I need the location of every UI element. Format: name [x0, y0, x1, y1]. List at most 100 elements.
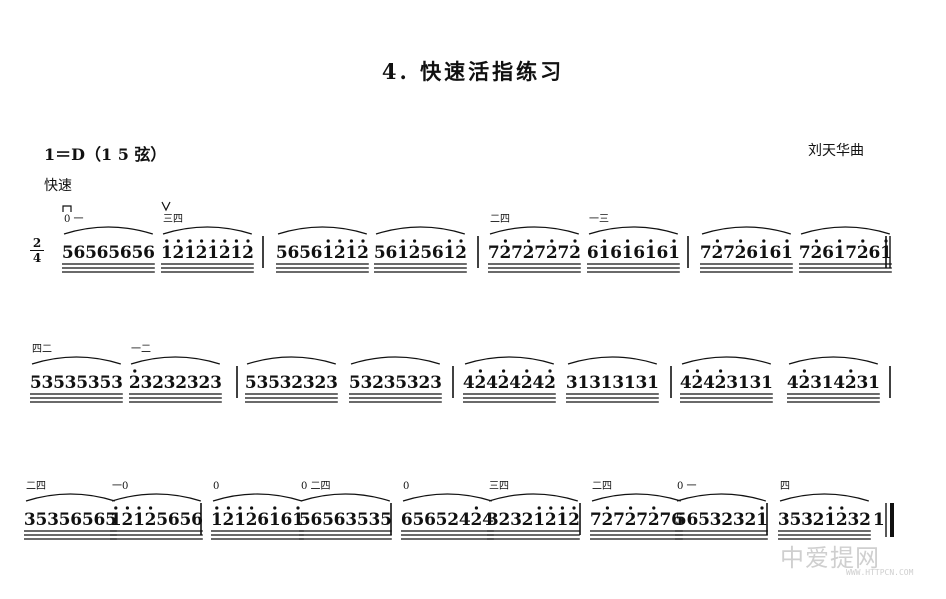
octave-dot	[602, 239, 607, 243]
octave-dot	[652, 506, 656, 510]
watermark-url: WWW.HTTPCN.COM	[846, 568, 914, 577]
note: 2	[152, 373, 164, 393]
note: 1	[822, 373, 834, 393]
note: 2	[357, 243, 369, 263]
note: 6	[310, 510, 322, 530]
watermark-text: 中爱提网	[780, 544, 880, 572]
note: 5	[156, 510, 168, 530]
note: 4	[509, 373, 521, 393]
note: 6	[73, 243, 85, 263]
note: 7	[636, 510, 648, 530]
octave-dot	[125, 506, 129, 510]
note: 6	[334, 510, 346, 530]
note: 2	[522, 510, 534, 530]
note: 2	[242, 243, 254, 263]
time-signature: 2 4	[30, 237, 44, 264]
note: 7	[799, 243, 811, 263]
fingering-mark: 一三	[589, 214, 609, 225]
note: 3	[41, 373, 53, 393]
note: 2	[523, 243, 535, 263]
note: 1	[397, 243, 409, 263]
note: 1	[234, 510, 246, 530]
slur	[350, 356, 440, 365]
note: 2	[546, 243, 558, 263]
slur	[162, 226, 252, 235]
note: 6	[746, 243, 758, 263]
slur	[402, 493, 492, 502]
note: 3	[303, 373, 315, 393]
fingering-mark: 0 二四	[301, 481, 331, 492]
note: 5	[82, 510, 94, 530]
note: 5	[436, 510, 448, 530]
note: 6	[97, 243, 109, 263]
note: 7	[659, 510, 671, 530]
fingering-mark: 二四	[490, 214, 510, 225]
note: 1	[781, 243, 793, 263]
note: 6	[257, 510, 269, 530]
note: 2	[721, 510, 733, 530]
note: 2	[735, 243, 747, 263]
note: 2	[601, 510, 613, 530]
octave-dot	[137, 506, 141, 510]
note: 2	[744, 510, 756, 530]
note: 6	[401, 510, 413, 530]
octave-dot	[760, 506, 764, 510]
slur	[681, 356, 771, 365]
octave-dot	[338, 239, 342, 243]
note: 3	[280, 373, 292, 393]
note: 2	[544, 373, 556, 393]
note: 2	[219, 243, 231, 263]
note: 2	[545, 510, 557, 530]
note: 2	[498, 510, 510, 530]
fingering-mark: 四	[780, 481, 790, 492]
octave-dot	[572, 506, 576, 510]
note: 5	[412, 510, 424, 530]
note: 2	[845, 373, 857, 393]
note: 1	[601, 373, 613, 393]
note: 5	[299, 510, 311, 530]
octave-dot	[828, 506, 832, 510]
note: 2	[569, 243, 581, 263]
note: 3	[88, 373, 100, 393]
note: 4	[486, 373, 498, 393]
note: 6	[769, 243, 781, 263]
slur	[63, 226, 153, 235]
note: 3	[778, 510, 790, 530]
slur	[676, 493, 766, 502]
octave-dot	[762, 239, 766, 243]
note: 1	[645, 243, 657, 263]
note: 5	[420, 243, 432, 263]
note: 2	[568, 510, 580, 530]
note: 6	[280, 510, 292, 530]
octave-dot	[413, 239, 417, 243]
note: 2	[857, 243, 869, 263]
note: 3	[111, 373, 123, 393]
slur	[588, 226, 678, 235]
note: 3	[65, 373, 77, 393]
note: 3	[733, 510, 745, 530]
octave-dot	[605, 506, 610, 510]
fingering-mark: 二四	[26, 481, 46, 492]
note: 6	[120, 243, 132, 263]
fingering-mark: 四二	[32, 344, 52, 355]
slur	[300, 493, 390, 502]
time-signature-top: 2	[32, 236, 42, 250]
note: 6	[143, 243, 155, 263]
note: 6	[868, 243, 880, 263]
fingering-mark: 0	[403, 481, 409, 492]
note: 6	[385, 243, 397, 263]
note: 3	[801, 510, 813, 530]
note: 3	[407, 373, 419, 393]
slur	[246, 356, 336, 365]
fingering-mark: 一二	[131, 344, 151, 355]
note: 6	[311, 243, 323, 263]
octave-dot	[114, 506, 118, 510]
note: 6	[432, 243, 444, 263]
note: 1	[322, 243, 334, 263]
note: 6	[191, 510, 203, 530]
note: 6	[168, 510, 180, 530]
note: 4	[680, 373, 692, 393]
octave-dot	[626, 239, 630, 243]
note: 5	[131, 243, 143, 263]
octave-dot	[549, 506, 553, 510]
